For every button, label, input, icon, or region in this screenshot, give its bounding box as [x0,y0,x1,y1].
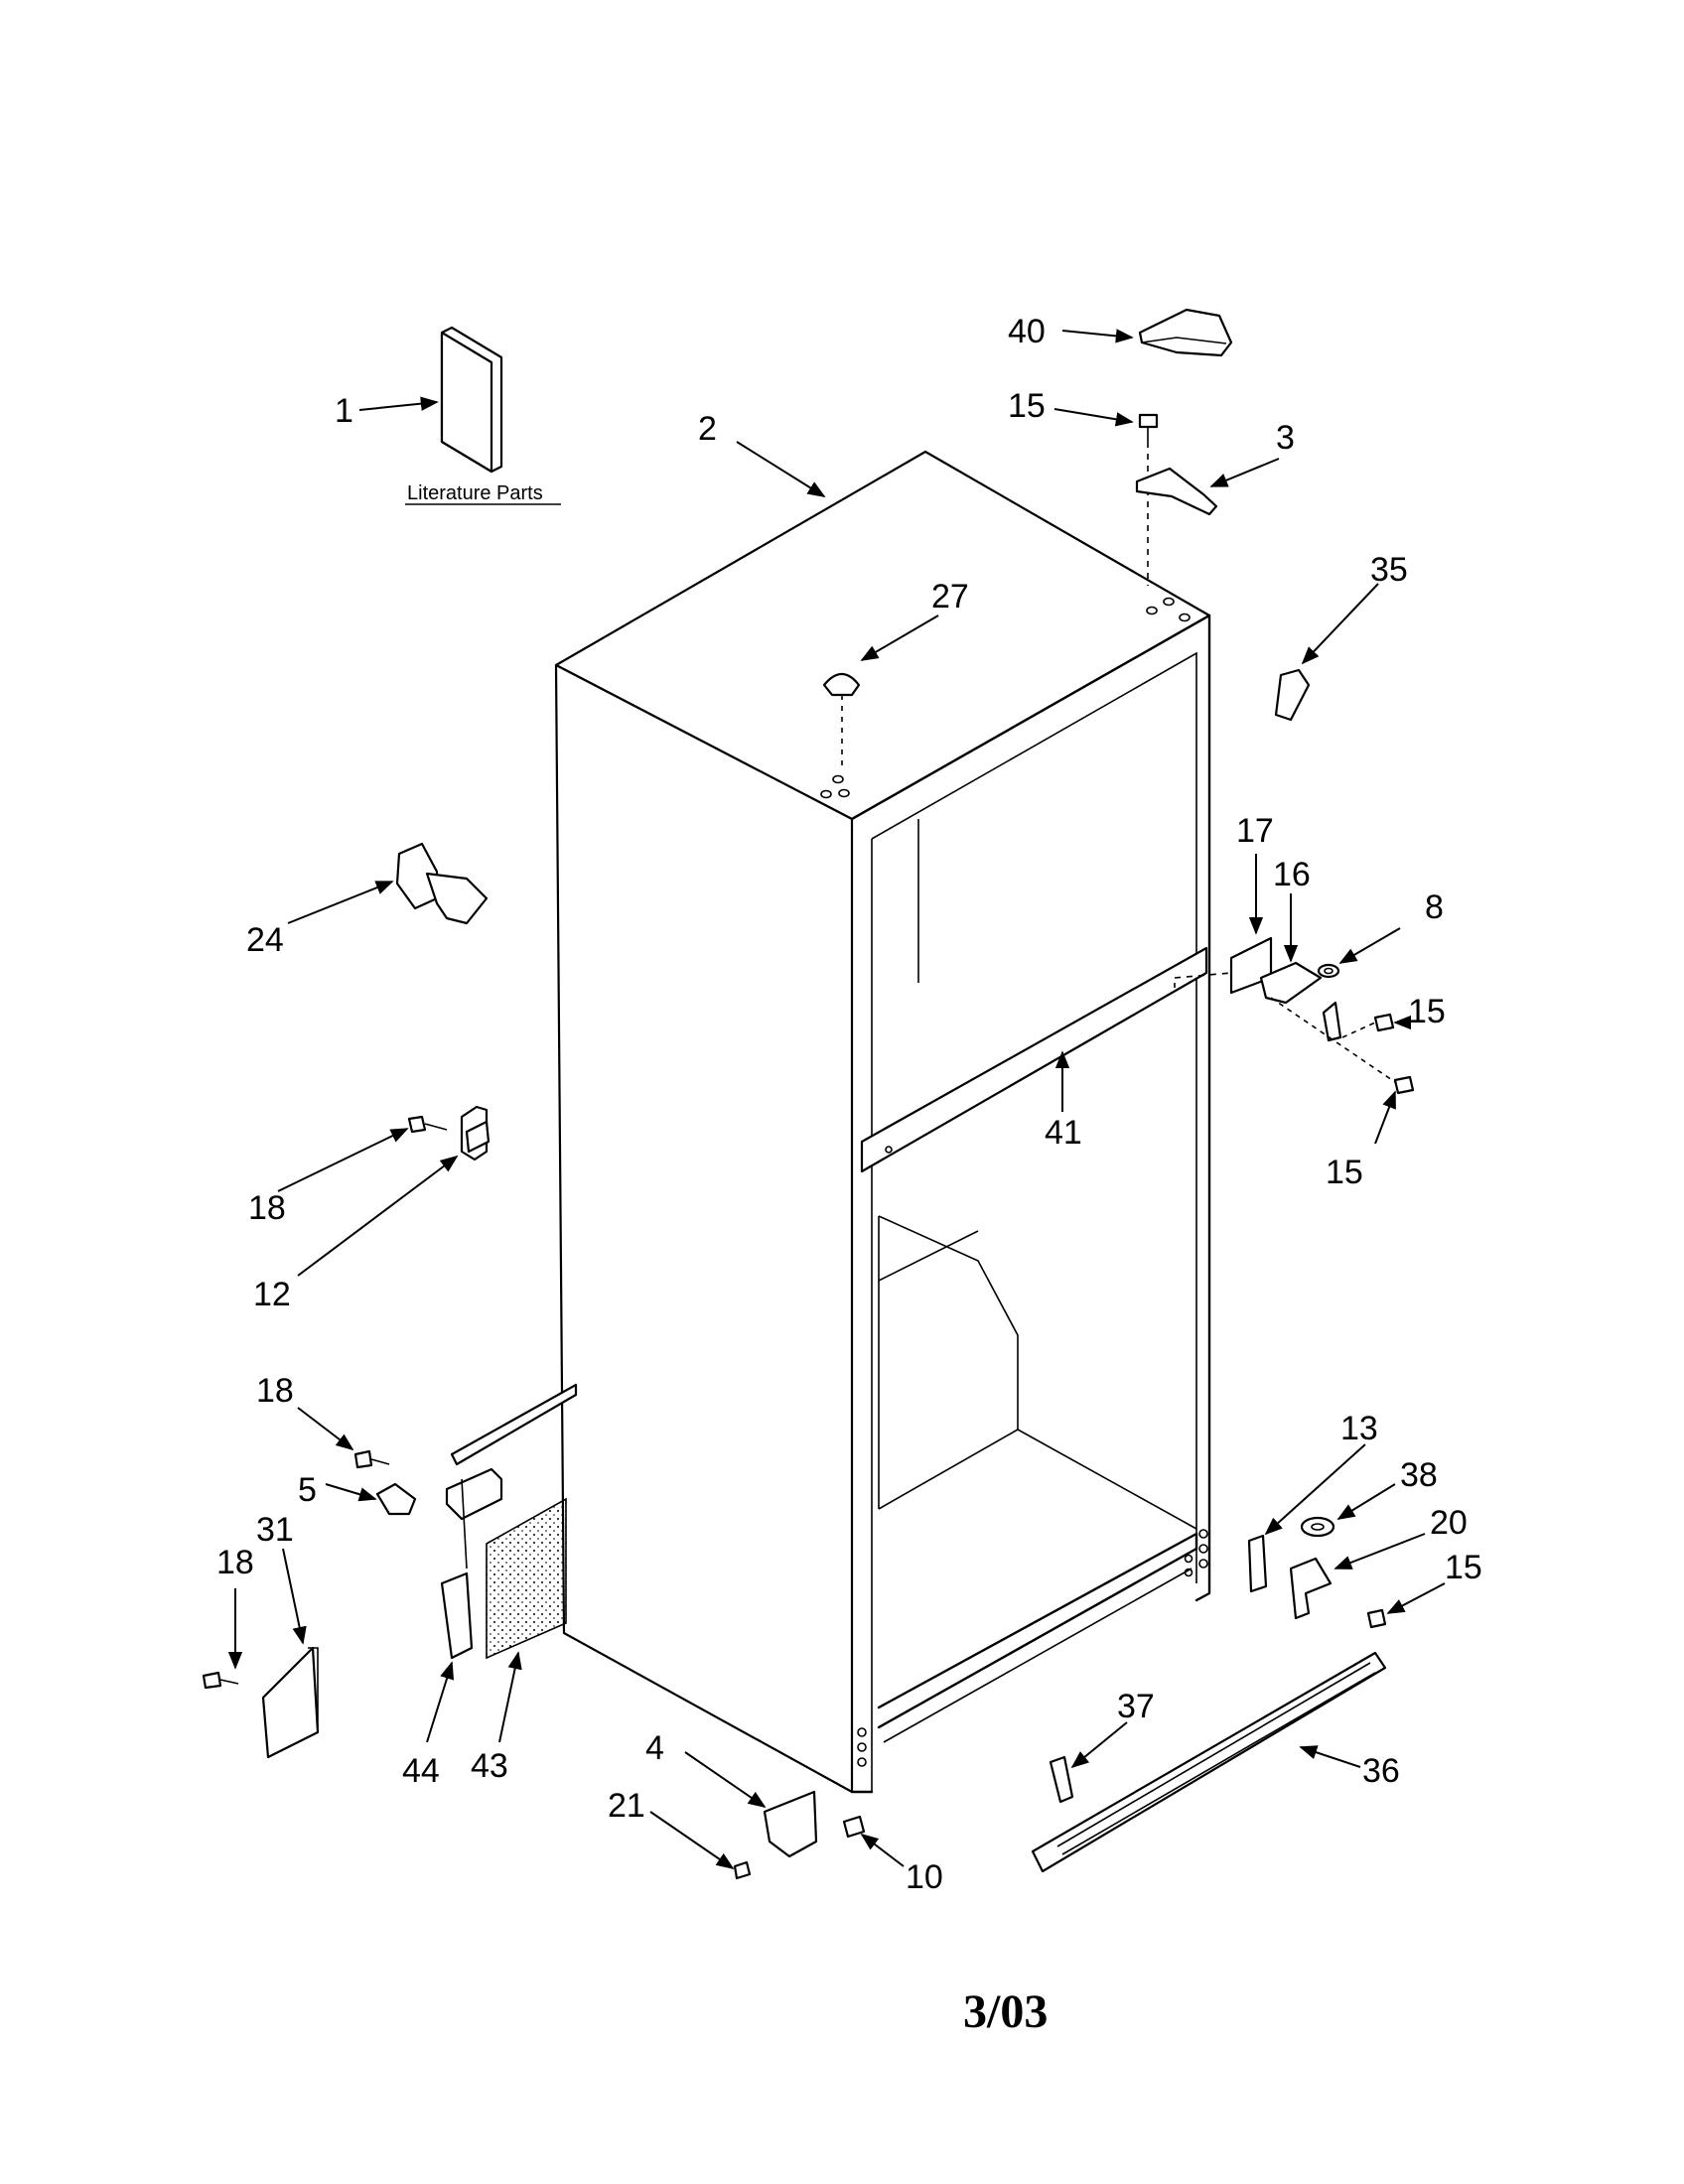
callouts: 1 2 40 15 3 35 27 24 18 12 41 17 16 8 15… [216,313,1482,1896]
callout-20: 20 [1430,1504,1468,1542]
callout-35: 35 [1370,551,1408,589]
literature-parts [405,326,561,505]
screw-21 [733,1860,752,1880]
screw-15-middle [1270,997,1415,1095]
callout-2: 2 [698,410,717,448]
callout-37: 37 [1117,1688,1155,1725]
callout-5: 5 [298,1471,317,1509]
bolt-18b [353,1449,390,1469]
callout-38: 38 [1400,1456,1438,1494]
callout-15-top: 15 [1008,387,1046,425]
callout-15-bottom: 15 [1445,1549,1482,1586]
callout-24: 24 [246,921,284,959]
callout-10: 10 [906,1858,943,1896]
callout-40: 40 [1008,313,1046,350]
callout-36: 36 [1362,1752,1400,1790]
callout-41: 41 [1045,1114,1082,1152]
callout-12: 12 [253,1276,291,1313]
center-hinge [1174,936,1342,1042]
insulation-43 [486,1497,567,1660]
callout-43: 43 [471,1747,508,1785]
cabinet [554,450,1211,1794]
callout-8: 8 [1425,888,1444,926]
hinge-screw-top [1138,413,1159,586]
grille-clip [1049,1755,1074,1804]
bottom-hinge [1247,1516,1387,1629]
wire-bracket-5 [375,1482,417,1516]
callout-18-upper: 18 [248,1189,286,1227]
callout-17: 17 [1236,812,1274,850]
callout-21: 21 [608,1787,645,1825]
wire-clip [1274,668,1311,722]
bracket-12 [460,1105,491,1161]
literature-parts-label: Literature Parts [407,482,543,504]
screw-15-upper [1341,1013,1395,1038]
callout-18-left: 18 [216,1544,254,1581]
door-stop [395,842,489,925]
callout-15-right-upper: 15 [1408,993,1446,1030]
toe-grille [1031,1651,1387,1873]
callout-13: 13 [1340,1410,1378,1447]
bolt-18c [202,1671,239,1690]
callout-16: 16 [1273,856,1311,893]
callout-44: 44 [402,1752,440,1790]
callout-31: 31 [256,1511,294,1549]
cover-31 [261,1646,320,1759]
callout-15-right-middle: 15 [1326,1154,1363,1191]
screw-10 [842,1815,866,1839]
callout-4: 4 [645,1729,664,1767]
callout-18-lower: 18 [256,1372,294,1410]
divider-mullion [860,946,1208,1173]
leader-lines [227,329,1446,1870]
plate-44 [440,1383,578,1660]
bolt-18a [407,1115,448,1134]
leveler-bracket [763,1790,818,1858]
top-plug [822,672,861,769]
hinge-cover [1138,308,1233,357]
top-hinge [1135,467,1218,516]
footer-date: 3/03 [963,1985,1048,2038]
washer-8 [1317,963,1340,979]
callout-3: 3 [1276,419,1295,457]
callout-1: 1 [335,392,353,430]
callout-27: 27 [931,578,969,615]
